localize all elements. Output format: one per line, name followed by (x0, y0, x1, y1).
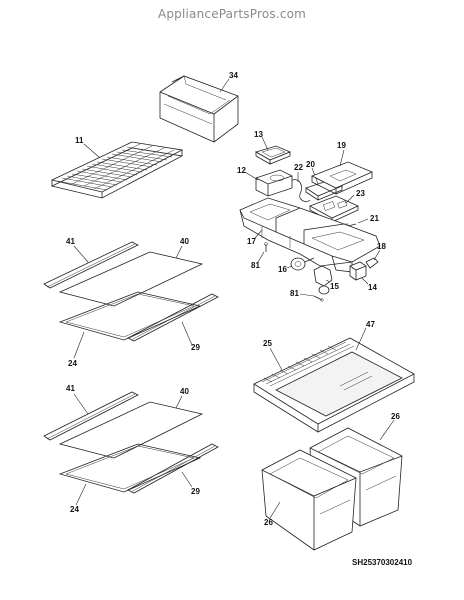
part-41-shelf-trim-upper (43, 241, 139, 289)
label-23: 23 (356, 189, 365, 198)
label-41b: 41 (66, 384, 75, 393)
part-26-crisper-drawer-left (261, 449, 357, 551)
part-47-crisper-glass (275, 351, 403, 417)
leader-14 (361, 277, 369, 285)
leader-24a (73, 331, 85, 359)
label-22: 22 (294, 163, 303, 172)
leader-12 (244, 171, 259, 181)
label-34: 34 (229, 71, 238, 80)
leader-15 (325, 279, 331, 283)
label-41a: 41 (66, 237, 75, 246)
leader-81b (299, 293, 315, 297)
label-26b: 26 (264, 518, 273, 527)
part-11-wire-shelf (50, 141, 184, 199)
leader-16 (286, 265, 293, 269)
label-40a: 40 (180, 237, 189, 246)
label-24b: 24 (70, 505, 79, 514)
label-13: 13 (254, 130, 263, 139)
leader-26a (379, 419, 395, 441)
part-22-wire (291, 179, 311, 202)
label-40b: 40 (180, 387, 189, 396)
leader-13 (261, 136, 269, 151)
part-41-shelf-trim-lower (43, 391, 139, 441)
label-24a: 24 (68, 359, 77, 368)
label-81a: 81 (251, 261, 260, 270)
part-81-screw-lower (313, 295, 324, 302)
leader-29a (181, 321, 193, 346)
part-16-socket (290, 257, 315, 271)
leader-40b (175, 395, 183, 409)
label-26a: 26 (391, 412, 400, 421)
leader-18 (373, 249, 381, 261)
part-18-clip (365, 257, 379, 269)
part-13-cover (254, 145, 292, 165)
label-15: 15 (330, 282, 339, 291)
leader-23 (345, 194, 355, 204)
leader-81a (257, 251, 265, 263)
part-17-control-housing (239, 197, 381, 273)
label-18: 18 (377, 242, 386, 251)
part-29-shelf-trim-lower-rear (127, 443, 219, 494)
label-47: 47 (366, 320, 375, 329)
leader-41b (73, 393, 89, 415)
label-19: 19 (337, 141, 346, 150)
leader-11 (83, 143, 101, 159)
label-29a: 29 (191, 343, 200, 352)
part-40-glass-upper (58, 251, 204, 307)
leader-40a (175, 245, 183, 259)
part-12-light-housing (255, 169, 293, 197)
leader-41a (73, 245, 89, 263)
label-25: 25 (263, 339, 272, 348)
label-29b: 29 (191, 487, 200, 496)
leader-26b (269, 501, 281, 519)
label-16: 16 (278, 265, 287, 274)
label-81b: 81 (290, 289, 299, 298)
part-24-shelf-frame-upper (58, 291, 202, 341)
part-81-screw-upper (264, 242, 268, 252)
leader-24b (75, 483, 87, 506)
label-17: 17 (247, 237, 256, 246)
part-24-shelf-frame-lower (58, 443, 202, 493)
part-29-shelf-trim-upper-rear (127, 293, 219, 342)
leader-29b (181, 471, 193, 488)
watermark-text: AppliancePartsPros.com (157, 7, 307, 21)
label-14: 14 (368, 283, 377, 292)
label-11: 11 (75, 136, 84, 145)
label-21: 21 (370, 214, 379, 223)
label-20: 20 (306, 160, 315, 169)
part-19-control-cover (311, 161, 374, 195)
part-14-switch (349, 261, 367, 281)
leader-17 (254, 229, 263, 239)
part-34-bin (159, 75, 239, 143)
leader-21 (357, 218, 369, 224)
label-12: 12 (237, 166, 246, 175)
part-40-glass-lower (58, 401, 204, 459)
leader-34 (219, 78, 230, 93)
leader-25 (269, 347, 283, 371)
leader-47 (355, 327, 367, 351)
diagram-code: SH25370302410 (352, 558, 413, 567)
leader-19 (339, 149, 345, 167)
